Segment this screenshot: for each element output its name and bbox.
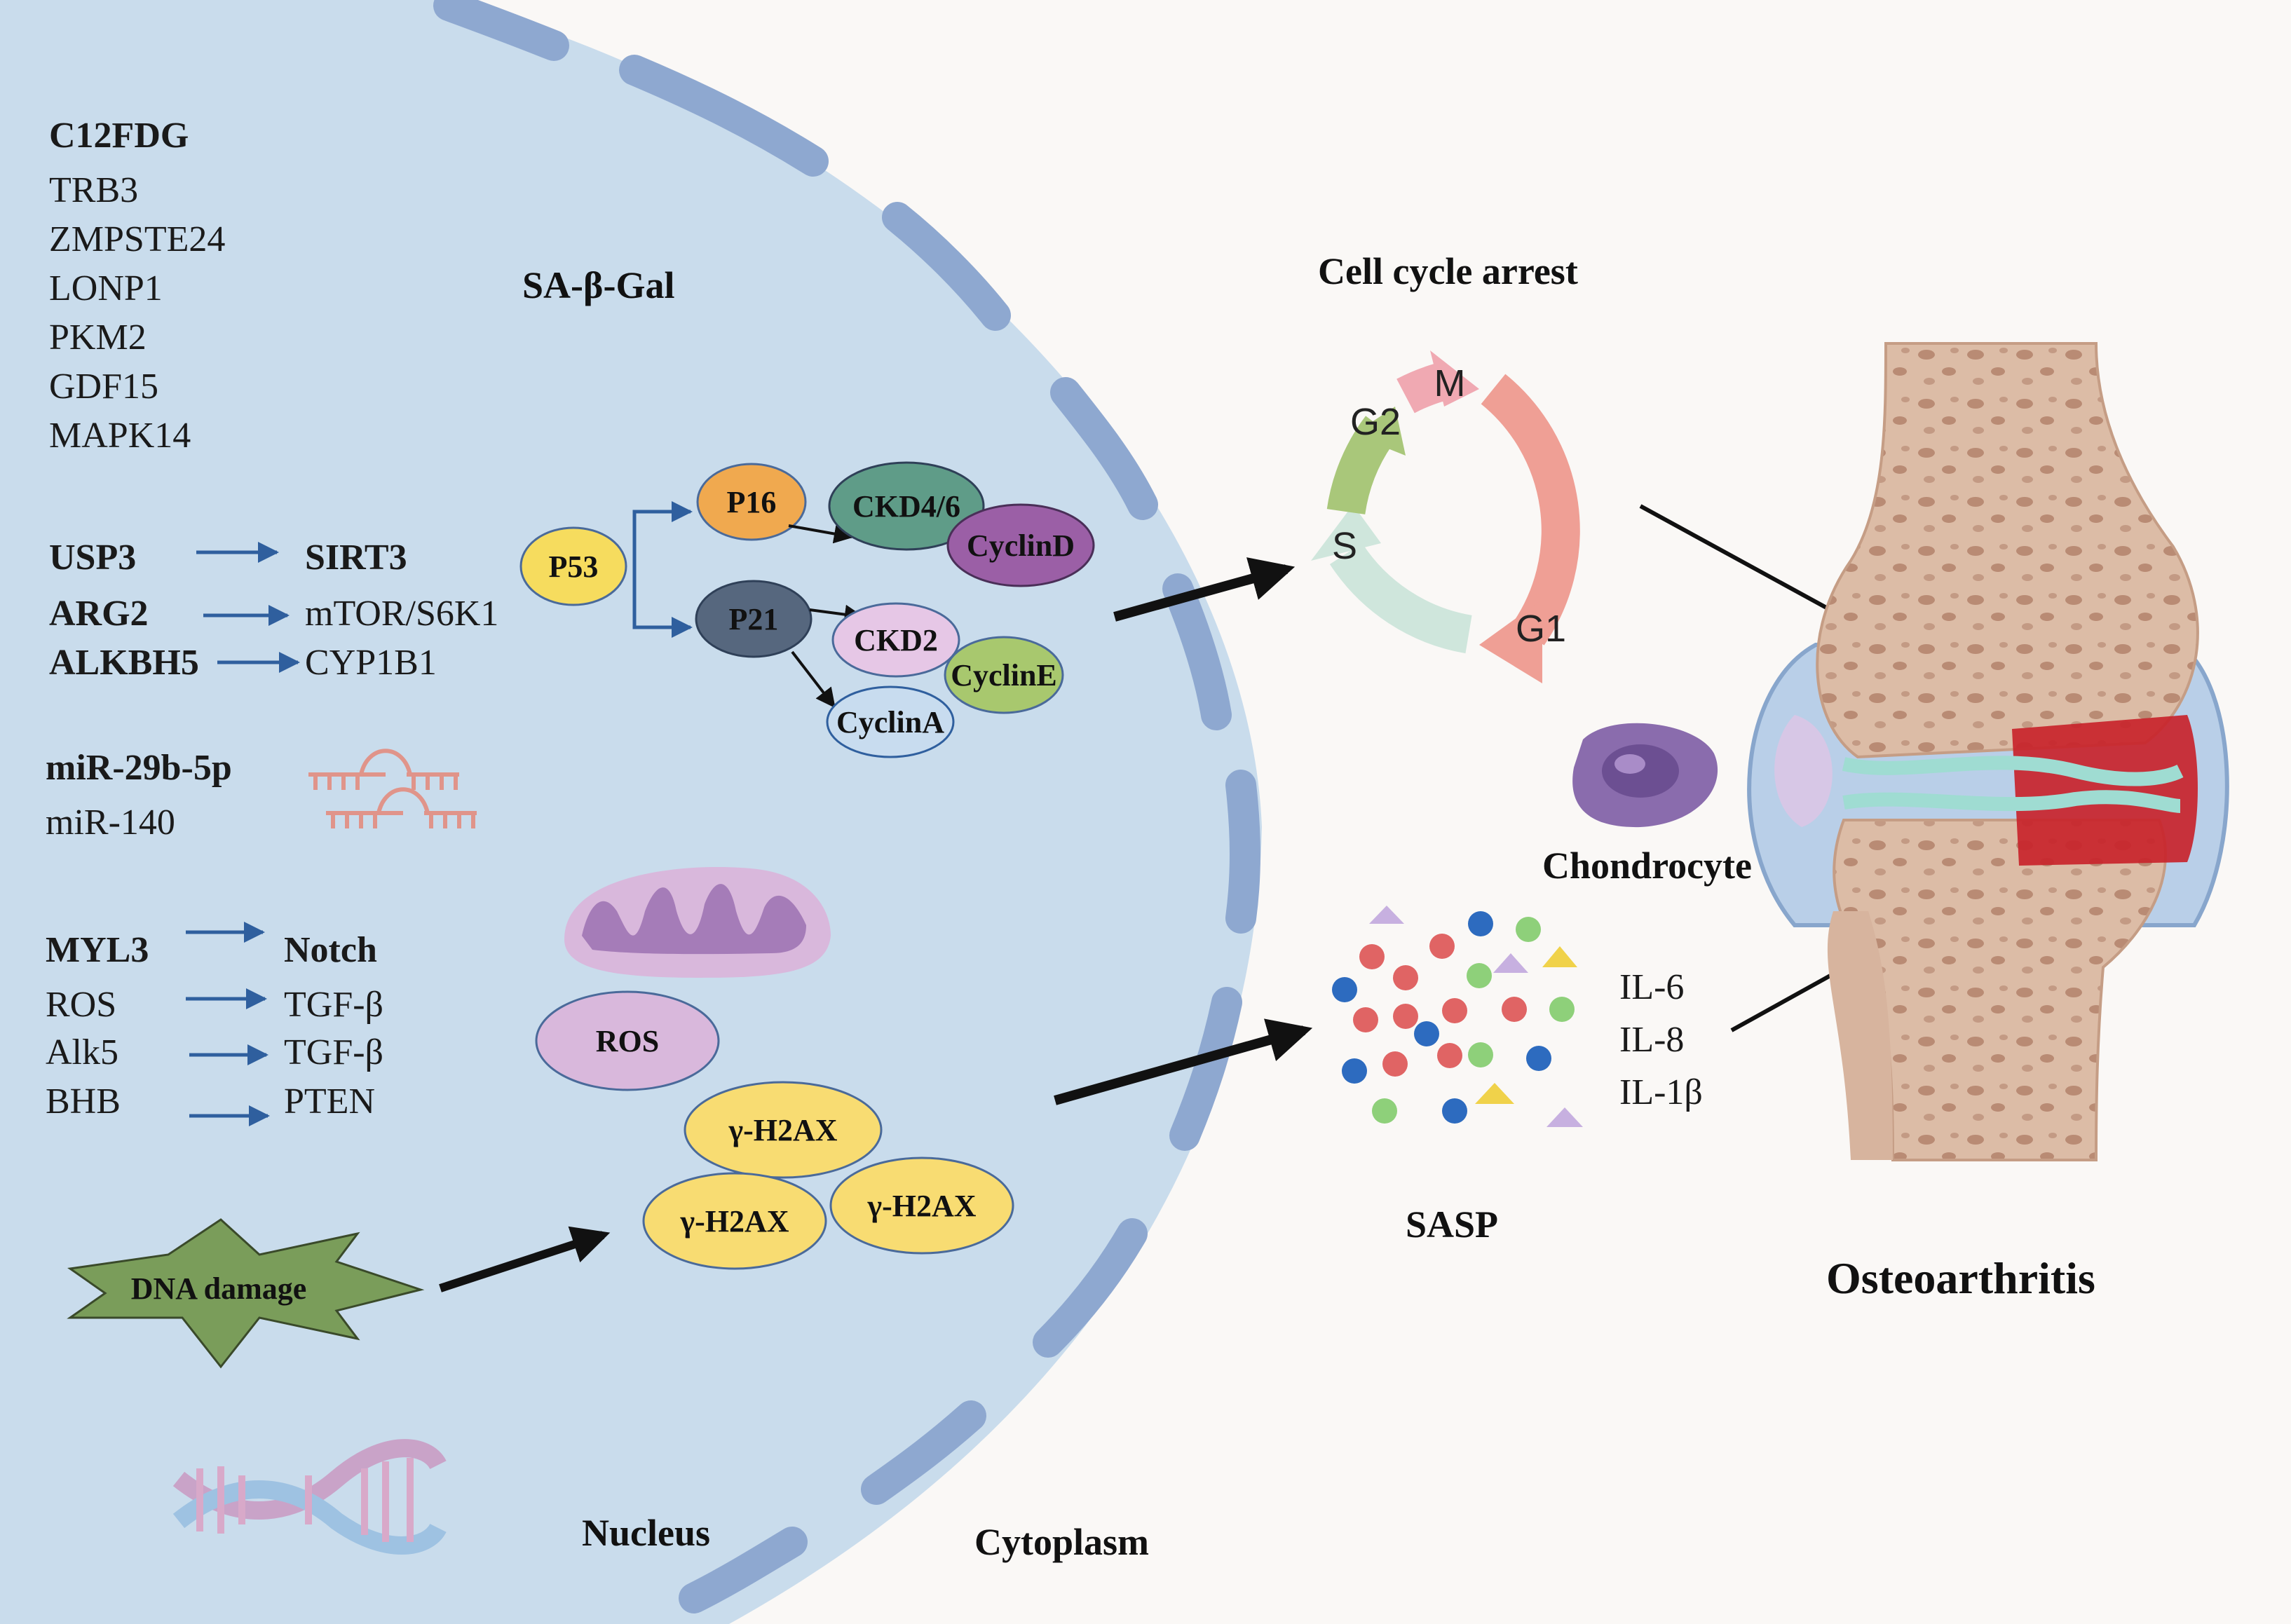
cycline-node: [944, 636, 1064, 714]
pathway-target: Notch: [284, 930, 377, 970]
cycline-label: CyclinE: [951, 658, 1057, 692]
chondrocyte-label: Chondrocyte: [1542, 845, 1752, 887]
marker-item: TRB3: [49, 170, 138, 210]
ros-label: ROS: [596, 1024, 659, 1058]
cytokine-list: IL-6 IL-8 IL-1β: [1619, 967, 1703, 1112]
mirna-bold: miR-29b-5p: [46, 748, 232, 788]
h2ax-node: [829, 1156, 1014, 1255]
p53-node: [519, 526, 627, 606]
p16-label: P16: [727, 485, 777, 519]
pathway-target: SIRT3: [305, 538, 407, 578]
chondrocyte-icon: [1572, 723, 1718, 828]
dna-damage-burst-icon: [67, 1218, 425, 1369]
ros-node: [535, 990, 720, 1091]
cytokine: IL-1β: [1619, 1072, 1703, 1112]
p53-network: P53 P16 P21 CKD4/6 CyclinD CKD2 CyclinE …: [519, 461, 1095, 758]
cyclina-label: CyclinA: [836, 705, 944, 739]
ckd46-node: [828, 461, 985, 551]
marker-item: PKM2: [49, 318, 147, 357]
knee-joint-icon: [1747, 342, 2229, 1161]
h2ax-node: [684, 1081, 883, 1179]
mirna-group: miR-29b-5p miR-140: [46, 748, 232, 842]
mirna-icon: [308, 749, 477, 828]
marker-item: MAPK14: [49, 416, 191, 456]
cell-cycle-title: Cell cycle arrest: [1318, 250, 1578, 292]
senescence-marker-list: C12FDG TRB3 ZMPSTE24 LONP1 PKM2 GDF15 MA…: [49, 116, 225, 456]
ckd2-label: CKD2: [854, 623, 938, 657]
pathway-target: TGF-β: [284, 985, 383, 1025]
pathway-target: TGF-β: [284, 1032, 383, 1072]
p21-label: P21: [729, 602, 779, 636]
pathway-source: USP3: [49, 538, 136, 578]
mirna-normal: miR-140: [46, 803, 175, 842]
p21-node: [695, 580, 813, 658]
sa-beta-gal-label: SA-β-Gal: [522, 264, 674, 306]
pathway-target: PTEN: [284, 1081, 375, 1121]
nucleus-label: Nucleus: [582, 1512, 710, 1554]
phase-s-label: S: [1332, 525, 1357, 567]
pathway-group-a: USP3 SIRT3 ARG2 mTOR/S6K1 ALKBH5 CYP1B1: [49, 538, 498, 683]
pathway-source: ROS: [46, 985, 116, 1025]
fibula: [1827, 911, 1893, 1160]
pathway-target: mTOR/S6K1: [305, 594, 498, 634]
pathway-source: BHB: [46, 1081, 121, 1121]
femur: [1816, 342, 2199, 759]
marker-item: LONP1: [49, 268, 163, 308]
phase-g1-label: G1: [1516, 608, 1566, 650]
nuclear-envelope: [433, 0, 1260, 1613]
cyclind-node: [946, 503, 1095, 587]
pathway-source: Alk5: [46, 1032, 118, 1072]
cyclina-node: [826, 685, 955, 758]
cell-cycle-wheel-icon: [1311, 350, 1580, 683]
sasp-label: SASP: [1406, 1203, 1498, 1246]
nucleus-to-cycle-arrow: [1113, 557, 1296, 622]
p53-label: P53: [549, 550, 599, 584]
cytokine: IL-6: [1619, 967, 1684, 1007]
dna-to-h2ax-arrow: [439, 1226, 611, 1292]
pathway-target: CYP1B1: [305, 643, 437, 683]
pathway-group-b: MYL3 Notch ROS TGF-β Alk5 TGF-β BHB PTEN: [46, 922, 383, 1126]
ckd46-label: CKD4/6: [852, 489, 960, 524]
cyclind-label: CyclinD: [967, 528, 1075, 563]
marker-item: ZMPSTE24: [49, 219, 225, 259]
marker-header: C12FDG: [49, 116, 189, 156]
h2ax-label: γ-H2AX: [728, 1113, 837, 1147]
dna-damage-label: DNA damage: [131, 1271, 307, 1306]
meniscus: [1774, 715, 1833, 827]
marker-item: GDF15: [49, 367, 158, 407]
pathway-source: ALKBH5: [49, 643, 199, 683]
p16-node: [696, 463, 807, 541]
osteoarthritis-label: Osteoarthritis: [1826, 1253, 2095, 1303]
dna-helix-icon: [172, 1439, 447, 1555]
sasp-particles-icon: [1332, 906, 1583, 1127]
pathway-source: MYL3: [46, 930, 149, 970]
phase-m-label: M: [1434, 362, 1466, 404]
cytoplasm-label: Cytoplasm: [974, 1521, 1149, 1563]
h2ax-group: γ-H2AX γ-H2AX γ-H2AX: [642, 1081, 1014, 1270]
phase-g2-label: G2: [1350, 401, 1401, 443]
h2ax-label: γ-H2AX: [866, 1189, 976, 1223]
ckd2-node: [831, 602, 960, 678]
pathway-source: ARG2: [49, 594, 149, 634]
h2ax-label: γ-H2AX: [679, 1204, 789, 1239]
h2ax-node: [642, 1172, 827, 1270]
cytokine: IL-8: [1619, 1020, 1684, 1060]
joint-cartilage: [1842, 756, 2184, 813]
mitochondrion-icon: [564, 866, 831, 978]
nucleus-to-sasp-arrow: [1054, 1018, 1313, 1105]
